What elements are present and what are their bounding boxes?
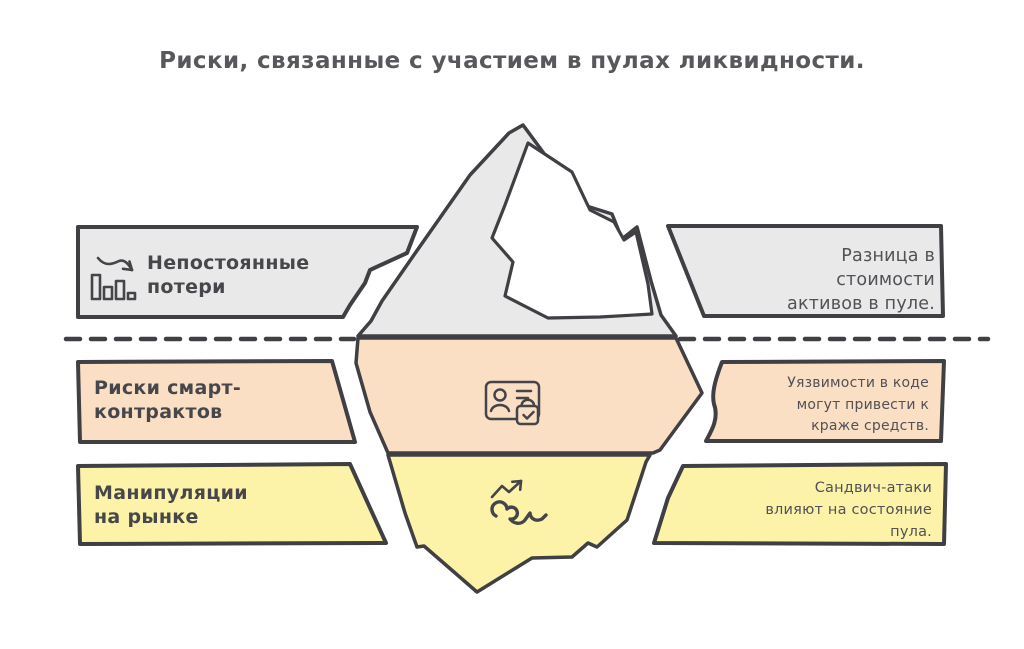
iceberg-band-smart-contracts bbox=[354, 336, 704, 455]
desc-box-smart-contracts bbox=[704, 359, 946, 443]
section-label-smart-contracts: Риски смарт- контрактов bbox=[94, 377, 242, 423]
iceberg-tip bbox=[356, 123, 678, 338]
id-card-lock-icon bbox=[484, 380, 541, 426]
section-desc-smart-contracts: Уязвимости в коде могут привести к краже… bbox=[787, 375, 929, 435]
declining-bar-chart-icon bbox=[90, 256, 137, 301]
section-label-manipulation: Манипуляции на рынке bbox=[94, 482, 248, 528]
section-label-impermanent-loss: Непостоянные потери bbox=[147, 252, 310, 298]
label-box-smart-contracts bbox=[76, 359, 357, 444]
label-box-impermanent-loss bbox=[76, 225, 419, 319]
tangled-trend-arrow-icon bbox=[490, 479, 548, 525]
desc-box-impermanent-loss bbox=[666, 224, 945, 318]
desc-box-manipulation bbox=[652, 462, 948, 546]
label-box-manipulation bbox=[76, 462, 388, 546]
iceberg-tip-facet bbox=[490, 141, 654, 320]
page-title: Риски, связанные с участием в пулах ликв… bbox=[159, 48, 865, 74]
section-desc-impermanent-loss: Разница в стоимости активов в пуле. bbox=[787, 246, 935, 315]
section-desc-manipulation: Сандвич-атаки влияют на состояние пула. bbox=[765, 480, 932, 540]
